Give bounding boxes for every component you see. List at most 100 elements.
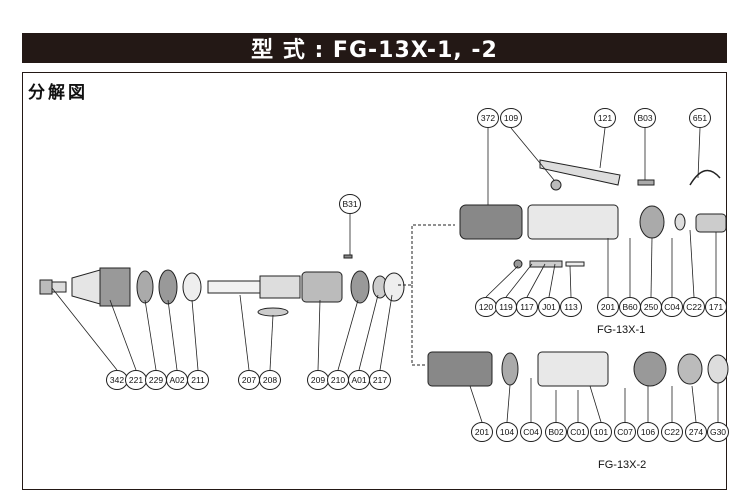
callout-bubble [637, 422, 659, 442]
callout-bubble [614, 422, 636, 442]
callout-bubble [634, 108, 656, 128]
callout-bubble [560, 297, 582, 317]
callout-label: 120 [479, 302, 493, 312]
part-651 [689, 169, 721, 186]
part-229 [136, 270, 154, 304]
callout-label: G30 [710, 427, 726, 437]
callout-bubble [661, 297, 683, 317]
callout-label: 121 [598, 113, 612, 123]
part-A02 [158, 269, 178, 305]
callout-bubble [661, 422, 683, 442]
leader-line [109, 299, 137, 371]
callout-label: A02 [169, 375, 184, 385]
part-101 [537, 351, 609, 387]
part-B03 [637, 179, 655, 186]
callout-label: 229 [149, 375, 163, 385]
leader-line [697, 127, 701, 179]
leader-line [51, 287, 118, 371]
callout-label: 210 [331, 375, 345, 385]
callout-bubble [538, 297, 560, 317]
callout-label: 217 [373, 375, 387, 385]
part-B31 [343, 254, 353, 259]
callout-bubble [685, 422, 707, 442]
callout-bubble [689, 108, 711, 128]
part-106 [633, 351, 667, 387]
part-171 [695, 213, 727, 233]
callout-label: C04 [523, 427, 539, 437]
part-274 [677, 353, 703, 385]
leader-line [379, 294, 393, 371]
callout-bubble [500, 108, 522, 128]
part-208 [257, 307, 289, 317]
callout-label: 250 [644, 302, 658, 312]
callout-label: A01 [351, 375, 366, 385]
callout-label: B03 [637, 113, 652, 123]
part-211 [182, 272, 202, 302]
part-104 [501, 352, 519, 386]
leader-line [526, 263, 546, 298]
callout-bubble [597, 297, 619, 317]
page-title-bar: 型 式 : FG-13X-1, -2 [22, 33, 727, 63]
leader-line [358, 294, 379, 371]
callout-label: 113 [564, 302, 578, 312]
callout-bubble [590, 422, 612, 442]
part-210 [350, 270, 370, 304]
callout-bubble [705, 297, 727, 317]
callout-label: 117 [520, 302, 534, 312]
callout-label: 101 [594, 427, 608, 437]
callout-bubble [545, 422, 567, 442]
callout-bubble [683, 297, 705, 317]
leader-line [505, 263, 533, 298]
leader-line [506, 384, 511, 423]
callout-label: C07 [617, 427, 633, 437]
callout-bubble [259, 370, 281, 390]
callout-label: C04 [664, 302, 680, 312]
callout-label: 208 [263, 375, 277, 385]
callout-bubble [369, 370, 391, 390]
section-label: 分解図 [28, 83, 88, 103]
callout-label: C01 [570, 427, 586, 437]
leader-line [689, 229, 695, 298]
part-201 [427, 351, 493, 387]
callout-label: B60 [622, 302, 637, 312]
leader-line [650, 237, 653, 298]
part-body-1 [527, 204, 619, 240]
callout-label: 201 [475, 427, 489, 437]
leader-line [589, 385, 602, 423]
leader-line [239, 294, 250, 371]
callout-label: 171 [709, 302, 723, 312]
callout-bubble [516, 297, 538, 317]
part-109 [550, 179, 562, 191]
page-title: 型 式 : FG-13X-1, -2 [251, 38, 498, 63]
callout-label: 221 [129, 375, 143, 385]
callout-bubble [496, 422, 518, 442]
leader-line [691, 385, 697, 423]
callout-bubble [707, 422, 729, 442]
part-207 [207, 275, 301, 299]
leader-line [599, 127, 606, 169]
callout-label: C22 [686, 302, 702, 312]
leader-line [469, 385, 483, 423]
diagram-frame [22, 72, 727, 490]
callout-label: 651 [693, 113, 707, 123]
callout-bubble [187, 370, 209, 390]
part-250 [639, 205, 665, 239]
leader-line [269, 314, 274, 371]
leader-line [485, 265, 519, 298]
callout-bubble [339, 194, 361, 214]
part-G30 [707, 354, 729, 384]
callout-label: 109 [504, 113, 518, 123]
leader-line [167, 299, 178, 371]
callout-bubble [594, 108, 616, 128]
callout-label: 372 [481, 113, 495, 123]
part-217 [383, 272, 405, 302]
callout-label: 106 [641, 427, 655, 437]
callout-label: 201 [601, 302, 615, 312]
leader-line [569, 265, 572, 298]
callout-bubble [567, 422, 589, 442]
callout-label: C22 [664, 427, 680, 437]
callout-label: 207 [242, 375, 256, 385]
leader-line [317, 299, 321, 371]
callout-label: B02 [548, 427, 563, 437]
